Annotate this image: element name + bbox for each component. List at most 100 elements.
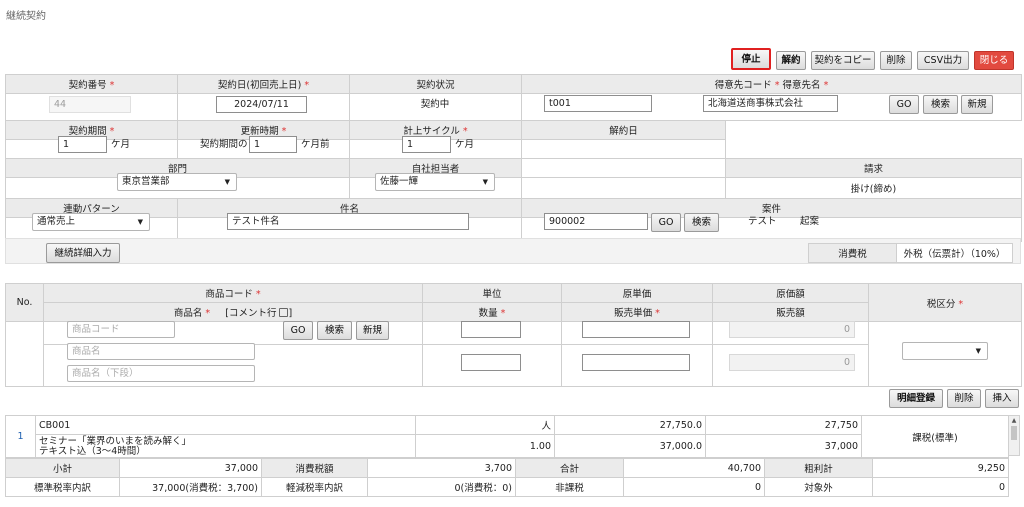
customer-name-field[interactable]: 北海道送商事株式会社 bbox=[703, 95, 838, 112]
dept-select[interactable]: 東京営業部▼ bbox=[117, 173, 237, 191]
copy-contract-button[interactable]: 契約をコピー bbox=[811, 51, 875, 70]
customer-go-button[interactable]: GO bbox=[889, 95, 919, 114]
delete-button[interactable]: 削除 bbox=[880, 51, 912, 70]
dept-label: 部門 bbox=[5, 158, 350, 178]
subject-field[interactable]: テスト件名 bbox=[227, 213, 469, 230]
period-label: 契約期間 * bbox=[5, 120, 178, 140]
period-unit: ケ月 bbox=[111, 139, 131, 150]
project-search-button[interactable]: 検索 bbox=[684, 213, 719, 232]
delete-line-button[interactable]: 削除 bbox=[947, 389, 981, 408]
qty-input[interactable] bbox=[461, 354, 521, 371]
staff-select[interactable]: 佐藤一輝▼ bbox=[375, 173, 495, 191]
total-label: 合計 bbox=[515, 458, 624, 478]
exempt-label: 対象外 bbox=[764, 477, 873, 497]
contract-no-field: 44 bbox=[49, 96, 131, 113]
unit-header: 単位 bbox=[422, 283, 562, 303]
item-go-button[interactable]: GO bbox=[283, 321, 313, 340]
reduced-rate-value: 0(消費税：0) bbox=[367, 477, 516, 497]
total-value: 40,700 bbox=[623, 458, 765, 478]
tax-amount-label: 消費税額 bbox=[261, 458, 368, 478]
code-header: 商品コード * bbox=[43, 283, 423, 303]
item-name-input[interactable]: 商品名 bbox=[67, 343, 255, 360]
customer-code-field[interactable]: t001 bbox=[544, 95, 652, 112]
register-line-button[interactable]: 明細登録 bbox=[889, 389, 943, 408]
item-search-button[interactable]: 検索 bbox=[317, 321, 352, 340]
totals-table: 小計 37,000 消費税額 3,700 合計 40,700 粗利計 9,250… bbox=[5, 458, 1009, 497]
line-code: CB001 bbox=[35, 415, 416, 435]
link-pattern-select[interactable]: 通常売上▼ bbox=[32, 213, 150, 231]
cost-price-input[interactable] bbox=[582, 321, 690, 338]
project-code-field[interactable]: 900002 bbox=[544, 213, 648, 230]
project-name: テスト bbox=[748, 216, 777, 227]
no-header: No. bbox=[5, 283, 44, 322]
chevron-down-icon: ▼ bbox=[137, 218, 143, 226]
project-status: 起案 bbox=[800, 216, 820, 227]
scroll-thumb[interactable] bbox=[1011, 426, 1017, 440]
line-name: セミナー「業界のいまを読み解く」 bbox=[39, 436, 192, 447]
unit-input[interactable] bbox=[461, 321, 521, 338]
customer-new-button[interactable]: 新規 bbox=[961, 95, 993, 114]
billing-value: 掛け(締め) bbox=[725, 177, 1022, 199]
chevron-down-icon: ▼ bbox=[482, 178, 488, 186]
gross-profit-value: 9,250 bbox=[872, 458, 1009, 478]
project-go-button[interactable]: GO bbox=[651, 213, 681, 232]
line-cost-amount: 27,750 bbox=[705, 415, 862, 435]
table-row[interactable]: セミナー「業界のいまを読み解く」テキスト込（3〜4時間） 1.00 37,000… bbox=[6, 434, 1009, 458]
tax-class-header: 税区分 * bbox=[868, 283, 1022, 322]
contract-no-label: 契約番号 * bbox=[5, 74, 178, 94]
renewal-field[interactable]: 1 bbox=[249, 136, 297, 153]
status-label: 契約状況 bbox=[349, 74, 522, 94]
cycle-unit: ケ月 bbox=[455, 139, 475, 150]
cost-amount-field: 0 bbox=[729, 321, 855, 338]
page-title: 継続契約 bbox=[6, 11, 46, 22]
contract-date-field[interactable]: 2024/07/11 bbox=[216, 96, 307, 113]
tax-class-select[interactable]: ▼ bbox=[902, 342, 988, 360]
sales-header: 販売額 bbox=[712, 302, 869, 322]
item-new-button[interactable]: 新規 bbox=[356, 321, 389, 340]
comment-row-checkbox[interactable] bbox=[279, 308, 289, 317]
price-header: 販売単価 * bbox=[561, 302, 713, 322]
cancel-contract-button[interactable]: 解約 bbox=[776, 51, 806, 70]
renewal-prefix: 契約期間の bbox=[200, 139, 248, 150]
status-value: 契約中 bbox=[420, 99, 450, 110]
sales-amount-field: 0 bbox=[729, 354, 855, 371]
exempt-value: 0 bbox=[872, 477, 1009, 497]
line-cost: 27,750.0 bbox=[554, 415, 706, 435]
sales-price-input[interactable] bbox=[582, 354, 690, 371]
table-row[interactable]: 1 CB001 人 27,750.0 27,750 課税(標準) bbox=[5, 415, 1009, 458]
reduced-rate-label: 軽減税率内訳 bbox=[261, 477, 368, 497]
period-field[interactable]: 1 bbox=[58, 136, 107, 153]
csv-export-button[interactable]: CSV出力 bbox=[917, 51, 969, 70]
line-no: 1 bbox=[5, 415, 36, 458]
standard-rate-label: 標準税率内訳 bbox=[5, 477, 120, 497]
renewal-unit: ケ月前 bbox=[301, 139, 330, 150]
line-list-table: 1 CB001 人 27,750.0 27,750 課税(標準) セミナー「業界… bbox=[5, 415, 1009, 458]
chevron-down-icon: ▼ bbox=[975, 347, 981, 355]
scroll-up-icon[interactable]: ▲ bbox=[1011, 417, 1017, 424]
customer-label: 得意先コード * 得意先名 * bbox=[521, 74, 1022, 94]
item-name2-input[interactable]: 商品名（下段） bbox=[67, 365, 255, 382]
nontaxable-label: 非課税 bbox=[515, 477, 624, 497]
line-sales: 37,000 bbox=[705, 434, 862, 458]
line-name2: テキスト込（3〜4時間） bbox=[39, 446, 146, 457]
subtotal-label: 小計 bbox=[5, 458, 120, 478]
line-price: 37,000.0 bbox=[554, 434, 706, 458]
insert-line-button[interactable]: 挿入 bbox=[985, 389, 1019, 408]
subtotal-value: 37,000 bbox=[119, 458, 262, 478]
line-qty: 1.00 bbox=[415, 434, 555, 458]
line-list-scrollbar[interactable]: ▲ bbox=[1008, 415, 1020, 456]
gross-profit-label: 粗利計 bbox=[764, 458, 873, 478]
close-button[interactable]: 閉じる bbox=[974, 51, 1014, 70]
item-code-input[interactable]: 商品コード bbox=[67, 321, 175, 338]
qty-header: 数量 * bbox=[422, 302, 562, 322]
customer-search-button[interactable]: 検索 bbox=[923, 95, 958, 114]
name-header: 商品名 * [コメント行] bbox=[43, 302, 423, 322]
chevron-down-icon: ▼ bbox=[224, 178, 230, 186]
continuation-detail-button[interactable]: 継続詳細入力 bbox=[46, 243, 120, 263]
billing-label: 請求 bbox=[725, 158, 1022, 178]
stop-button[interactable]: 停止 bbox=[731, 48, 771, 70]
cycle-field[interactable]: 1 bbox=[402, 136, 451, 153]
line-unit: 人 bbox=[415, 415, 555, 435]
line-tax-class: 課税(標準) bbox=[861, 415, 1009, 458]
tax-mode-table: 消費税 外税（伝票計）（10%） bbox=[808, 243, 1013, 263]
